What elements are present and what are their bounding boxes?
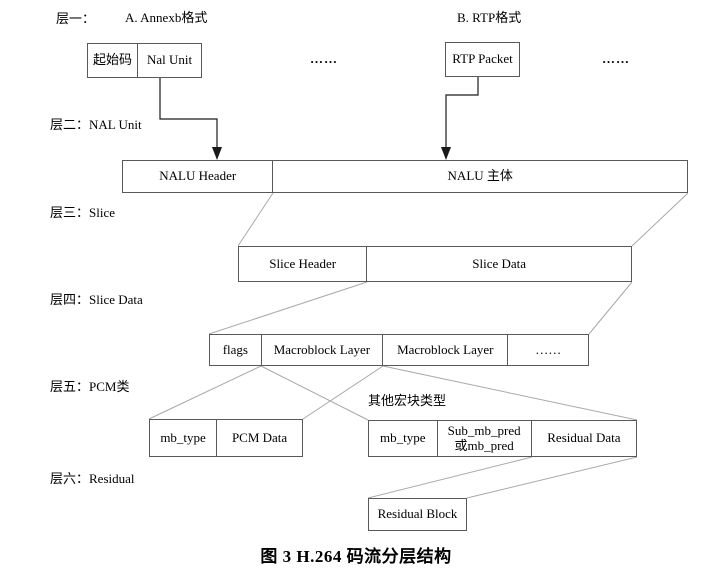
flags-cell: flags (210, 335, 262, 365)
other-macroblock-box: mb_type Sub_mb_pred 或mb_pred Residual Da… (368, 420, 637, 457)
heading-annexb-format: A. Annexb格式 (125, 10, 208, 25)
slice-box: Slice Header Slice Data (238, 246, 632, 282)
start-code-cell: 起始码 (88, 44, 139, 77)
nalu-body-cell: NALU 主体 (447, 168, 513, 184)
residual-block-box: Residual Block (368, 498, 467, 531)
ellipsis-rtp: …… (602, 51, 630, 66)
layer-label-4: 层四：Slice Data (50, 292, 143, 307)
macroblock-layer-cell-1: Macroblock Layer (262, 335, 384, 365)
slice-header-cell: Slice Header (239, 247, 368, 281)
annexb-stream-box: 起始码 Nal Unit (87, 43, 202, 78)
rtp-packet-cell: RTP Packet (452, 51, 513, 67)
layer-label-6: 层六：Residual (50, 471, 135, 486)
slice-data-cell: Slice Data (472, 255, 527, 271)
other-mb-type-cell: mb_type (369, 421, 438, 456)
other-macroblock-type-note: 其他宏块类型 (368, 393, 447, 408)
layer-label-5: 层五：PCM类 (50, 379, 130, 394)
rtp-packet-box: RTP Packet (445, 42, 520, 77)
layer-label-3: 层三：Slice (50, 205, 115, 220)
nal-unit-cell: Nal Unit (146, 52, 193, 68)
nalu-header-cell: NALU Header (123, 161, 274, 192)
arrow-nal-unit-to-nalu (159, 77, 479, 150)
figure-caption: 图 3 H.264 码流分层结构 (260, 547, 452, 566)
ellipsis-macroblock-cell: …… (535, 341, 562, 357)
pcm-data-cell: PCM Data (231, 429, 288, 445)
sub-mb-pred-cell: Sub_mb_pred 或mb_pred (438, 421, 532, 456)
heading-rtp-format: B. RTP格式 (457, 10, 522, 25)
slice-data-box: flags Macroblock Layer Macroblock Layer … (209, 334, 589, 366)
residual-data-cell: Residual Data (547, 430, 621, 446)
residual-block-cell: Residual Block (377, 506, 458, 522)
layer-label-1: 层一： (56, 11, 96, 26)
ellipsis-annexb: …… (310, 51, 338, 66)
nal-unit-box: NALU Header NALU 主体 (122, 160, 688, 193)
layer-label-2: 层二：NAL Unit (50, 117, 142, 132)
macroblock-layer-cell-2: Macroblock Layer (383, 335, 509, 365)
pcm-mb-type-cell: mb_type (150, 420, 218, 456)
expansion-diagonals (148, 192, 689, 499)
pcm-macroblock-box: mb_type PCM Data (149, 419, 303, 457)
arrowheads (212, 147, 451, 160)
